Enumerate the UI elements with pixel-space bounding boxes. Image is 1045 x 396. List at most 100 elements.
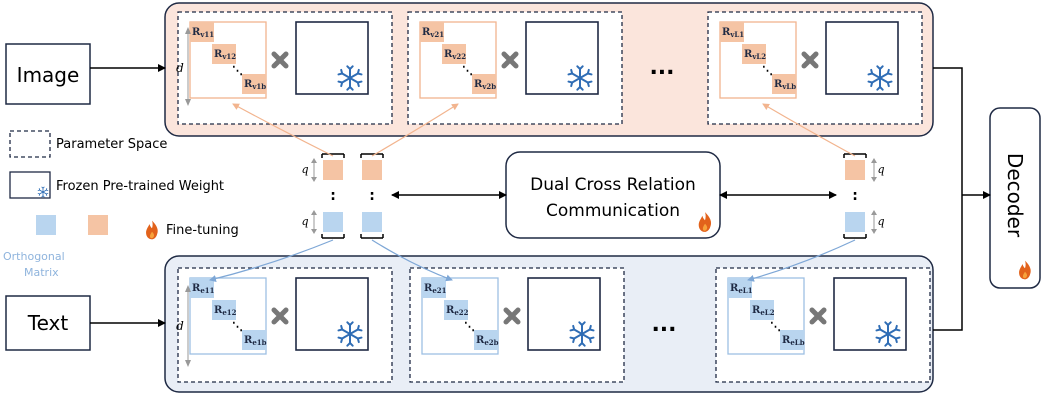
diagonal-dots: ⋱ — [770, 320, 781, 333]
diagonal-block — [420, 22, 444, 42]
diagonal-block — [742, 44, 766, 64]
vision-ellipsis: ... — [649, 55, 674, 80]
diagonal-dots: ⋱ — [762, 64, 773, 77]
blue-vector — [845, 212, 865, 232]
diagonal-block-label: Re1b — [244, 335, 267, 347]
diagonal-block-label: Re22 — [446, 305, 469, 317]
orange-flow-arrow — [762, 103, 856, 157]
orange-flow-arrow — [371, 103, 459, 157]
diagonal-block-label: ReL2 — [752, 305, 775, 317]
mid-vectors: :qq::qq — [209, 103, 885, 282]
diagonal-block — [422, 278, 446, 298]
text-to-decoder-line — [933, 195, 963, 331]
legend-frozen-label: Frozen Pre-trained Weight — [56, 179, 224, 194]
diagonal-block — [242, 74, 266, 94]
vision-to-decoder-line — [933, 67, 963, 195]
diagonal-block-label: ReLb — [782, 335, 805, 347]
vertical-dots: : — [369, 188, 375, 204]
diagonal-block — [212, 44, 236, 64]
diagonal-block-label: Rv22 — [444, 49, 466, 61]
text-input-label: Text — [27, 311, 69, 335]
diagonal-block — [242, 330, 266, 350]
diagonal-dots: ⋱ — [232, 64, 243, 77]
q-label: q — [877, 163, 884, 176]
relation-vector-column: : — [360, 153, 384, 239]
blue-vector — [323, 212, 343, 232]
diagonal-block-label: Re11 — [192, 283, 215, 295]
legend-orthogonal-line1: Orthogonal — [3, 250, 65, 263]
vertical-dots: : — [330, 188, 336, 204]
orange-vector — [323, 160, 343, 180]
text-input-box — [5, 295, 91, 351]
text-d-bottom-arrowhead — [185, 360, 191, 367]
vision-d-label: d — [176, 61, 184, 75]
legend-parameter-space-label: Parameter Space — [56, 137, 167, 152]
diagonal-block-label: Rv12 — [214, 49, 236, 61]
diagonal-block — [772, 74, 796, 94]
diagonal-block — [190, 278, 214, 298]
relation-vector-column: : q q — [301, 153, 345, 239]
legend-parameter-space-swatch — [9, 130, 51, 158]
q-label: q — [877, 215, 884, 228]
text-d-top-arrowhead — [185, 285, 191, 292]
diagonal-dots: ⋱ — [462, 64, 473, 77]
legend-frozen-swatch — [9, 171, 51, 199]
relation-vector-column: : q q — [843, 153, 885, 239]
diagonal-block-label: Rv1b — [244, 79, 266, 91]
diagonal-dots: ⋱ — [464, 320, 475, 333]
blue-flow-arrow — [747, 239, 856, 282]
diagonal-block — [472, 74, 496, 94]
diagonal-block — [728, 278, 752, 298]
blue-flow-arrow — [371, 239, 453, 282]
dual-cross-relation-box — [505, 151, 721, 239]
diagonal-block-label: RvL1 — [722, 27, 744, 39]
diagonal-block-label: Re2b — [476, 335, 499, 347]
legend-flame-icon — [146, 220, 158, 240]
diagonal-block-label: RvL2 — [744, 49, 766, 61]
diagonal-dots: ⋱ — [232, 320, 243, 333]
decoder-label: Decoder — [1003, 153, 1027, 238]
q-label: q — [301, 215, 308, 228]
frozen-weight-box — [825, 21, 899, 95]
legend-orange-swatch — [88, 215, 108, 235]
blue-vector — [362, 212, 382, 232]
diagonal-block-label: ReL1 — [730, 283, 753, 295]
diagonal-block-label: Rv21 — [422, 27, 444, 39]
diagonal-block — [212, 300, 236, 320]
diagonal-block — [474, 330, 498, 350]
text-ellipsis: ... — [651, 312, 676, 337]
diagonal-block — [442, 44, 466, 64]
diagonal-block-label: Rv11 — [192, 27, 214, 39]
diagonal-block — [190, 22, 214, 42]
dual-cross-relation-line1: Dual Cross Relation — [530, 175, 696, 195]
vertical-dots: : — [852, 188, 858, 204]
q-label: q — [301, 163, 308, 176]
diagonal-block-label: RvLb — [774, 79, 796, 91]
legend-orthogonal-line2: Matrix — [24, 266, 59, 279]
vision-d-bottom-arrowhead — [185, 99, 191, 106]
dual-cross-relation-line2: Communication — [546, 201, 680, 221]
image-input-label: Image — [17, 63, 80, 87]
diagonal-block-label: Re12 — [214, 305, 237, 317]
image-input-box — [5, 43, 91, 105]
blue-flow-arrow — [209, 239, 334, 282]
legend-blue-swatch — [36, 215, 56, 235]
legend-fine-tuning-label: Fine-tuning — [166, 223, 239, 238]
text-d-label: d — [176, 319, 184, 333]
orange-vector — [362, 160, 382, 180]
diagonal-block — [444, 300, 468, 320]
orange-vector — [845, 160, 865, 180]
diagonal-block — [750, 300, 774, 320]
diagonal-block — [780, 330, 804, 350]
orange-flow-arrow — [232, 103, 334, 157]
diagonal-block-label: Re21 — [424, 283, 447, 295]
